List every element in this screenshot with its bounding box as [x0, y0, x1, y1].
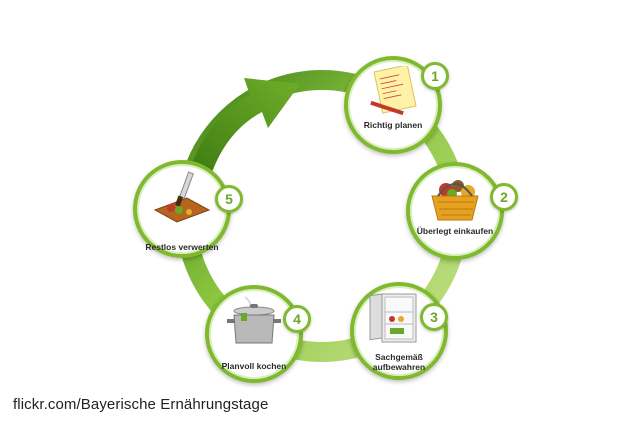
cycle-arrow-icon: [188, 78, 300, 178]
step-2-node: Überlegt einkaufen: [406, 162, 504, 260]
step-5-node: Restlos verwerten: [133, 160, 231, 258]
notepad-pencil-icon: [370, 66, 417, 116]
step-5-label: Restlos verwerten: [145, 242, 219, 252]
step-3-node: Sachgemäß aufbewahren: [350, 282, 448, 380]
step-4-label: Planvoll kochen: [221, 361, 287, 371]
step-3-label: Sachgemäß aufbewahren: [372, 352, 426, 372]
step-3-badge: 3: [420, 303, 448, 331]
step-4-badge: 4: [283, 305, 311, 333]
image-credit: flickr.com/Bayerische Ernährungstage: [13, 396, 269, 413]
cooking-pot-icon: [227, 296, 281, 344]
step-2-badge: 2: [490, 183, 518, 211]
step-4-node: Planvoll kochen: [205, 285, 303, 383]
step-1-label: Richtig planen: [363, 120, 423, 130]
shopping-basket-icon: [431, 180, 479, 221]
refrigerator-icon: [369, 293, 417, 343]
cutting-board-knife-icon: [153, 171, 211, 223]
step-2-label: Überlegt einkaufen: [416, 226, 494, 236]
step-5-badge: 5: [215, 185, 243, 213]
step-1-badge: 1: [421, 62, 449, 90]
